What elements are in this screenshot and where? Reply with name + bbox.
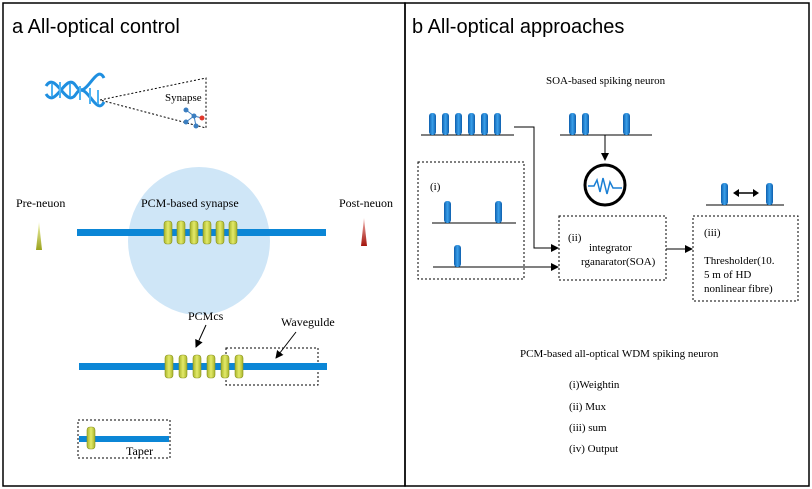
box-iii-line1: Thresholder(10. [704, 255, 775, 267]
panel-a-title: a All-optical control [12, 16, 180, 38]
waveguide-zoom-box [225, 347, 319, 386]
list-item-sum: (iii) sum [569, 422, 607, 434]
connector-train-to-integrator [514, 126, 559, 252]
post-neuron-spike [361, 218, 367, 246]
oscilloscope-icon [583, 163, 627, 207]
box-iii-line2: 5 m of HD [704, 269, 751, 281]
pcm-cell [178, 354, 188, 379]
pulse-glyph [454, 245, 461, 267]
dna-icon [44, 72, 106, 108]
box-ii-line1: integrator [589, 242, 632, 254]
pulse-glyph [481, 113, 488, 135]
synapse-label: Synapse [165, 92, 202, 104]
output-pulses [721, 183, 773, 205]
synapse-network-icon [183, 107, 205, 129]
wdm-title: PCM-based all-optical WDM spiking neuron [520, 348, 719, 360]
taper-label: Taper [126, 444, 153, 458]
pcm-synapse-circle [128, 167, 270, 315]
pcm-cell [192, 354, 202, 379]
pcm-cell [220, 354, 230, 379]
pulse-train-2 [569, 113, 630, 135]
pcm-cell [206, 354, 216, 379]
pcm-cell [163, 220, 173, 245]
pulse-glyph [623, 113, 630, 135]
pulse-glyph [766, 183, 773, 205]
pulse-glyph [442, 113, 449, 135]
panel-b: b All-optical approaches SOA-based spiki… [404, 2, 810, 487]
pcm-cell [189, 220, 199, 245]
soa-title: SOA-based spiking neuron [546, 75, 666, 87]
post-neuron-label: Post-neuon [339, 196, 393, 210]
taper-pcm-cell [86, 426, 96, 450]
pulse-glyph [468, 113, 475, 135]
pcmcs-label: PCMcs [188, 309, 224, 323]
waveguide-arrow [275, 331, 297, 359]
box-iii [692, 215, 799, 302]
pulse-glyph [494, 113, 501, 135]
waveguide-taper [79, 436, 169, 442]
pulse-glyph [582, 113, 589, 135]
pre-neuron-label: Pre-neuon [16, 196, 65, 210]
box-iii-line3: nonlinear fibre) [704, 283, 773, 295]
pcm-cells-synapse [163, 220, 238, 245]
list-item-weighting: (i)Weightin [569, 379, 620, 391]
pcm-cell [234, 354, 244, 379]
panel-b-border [404, 2, 810, 487]
box-i-pulses-1 [444, 201, 502, 223]
box-ii [558, 215, 667, 281]
pcm-cell [228, 220, 238, 245]
box-ii-label: (ii) [568, 232, 582, 244]
box-iii-label: (iii) [704, 227, 721, 239]
list-item-output: (iv) Output [569, 443, 618, 455]
panel-a: a All-optical control Synapse [2, 2, 406, 487]
pulse-glyph [495, 201, 502, 223]
box-ii-line2: rganarator(SOA) [581, 256, 656, 268]
pcm-cell [202, 220, 212, 245]
pulse-glyph [569, 113, 576, 135]
list-item-mux: (ii) Mux [569, 401, 606, 413]
panel-b-title: b All-optical approaches [412, 16, 624, 38]
pulse-glyph [721, 183, 728, 205]
waveguide-main [77, 229, 326, 236]
pulse-glyph [455, 113, 462, 135]
box-i-pulses-2 [454, 245, 461, 267]
pcm-cell [215, 220, 225, 245]
pulse-glyph [444, 201, 451, 223]
box-i-label: (i) [430, 181, 441, 193]
pcmcs-arrow [195, 324, 207, 348]
pcm-cell [164, 354, 174, 379]
pre-neuron-spike [36, 222, 42, 250]
box-i [417, 161, 525, 280]
double-arrow-icon [733, 189, 759, 197]
pcm-cells-array [164, 354, 244, 379]
waveguide-pcmcs [79, 363, 327, 370]
pulse-glyph [429, 113, 436, 135]
waveguide-label: Wavegulde [281, 315, 335, 329]
taper-box [77, 419, 171, 459]
synapse-zoom-cone [99, 77, 207, 129]
pcm-cell [176, 220, 186, 245]
pulse-train-1 [429, 113, 501, 135]
pcm-synapse-label: PCM-based synapse [141, 196, 239, 210]
